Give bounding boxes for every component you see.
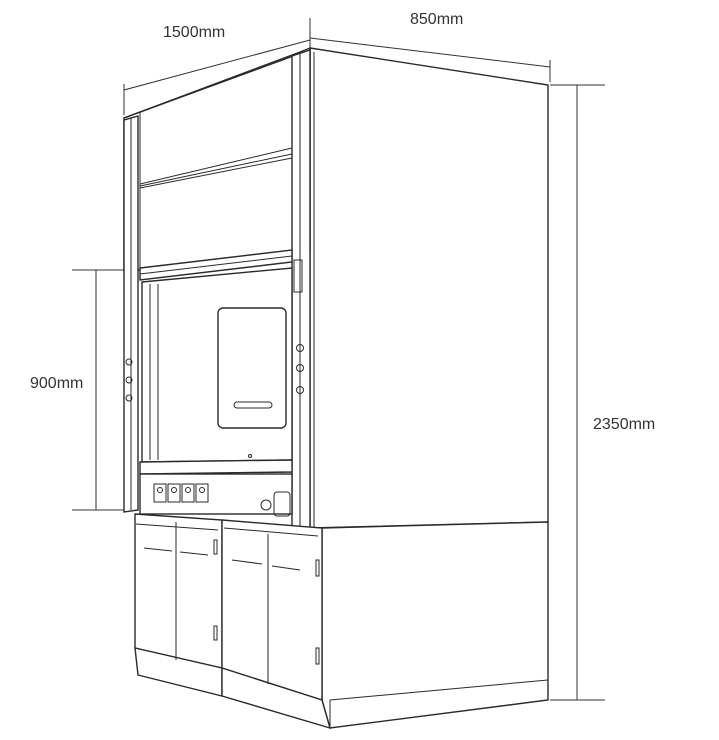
sash-opening-dimension-label: 900mm (30, 375, 84, 392)
side-panel-upper (309, 47, 549, 529)
top-canopy (123, 46, 311, 273)
width-dimension-label: 1500mm (163, 24, 226, 41)
control-panel (139, 473, 293, 517)
base-cabinet-left (134, 513, 223, 697)
total-height-dimension-label: 2350mm (593, 416, 656, 433)
dimension-line-width (123, 18, 311, 115)
depth-dimension-label: 850mm (410, 11, 464, 28)
base-cabinet-right (221, 519, 332, 730)
left-pillar (123, 115, 139, 513)
side-panel-base (321, 521, 549, 729)
dimension-line-total-height (550, 84, 605, 701)
work-surface (139, 454, 293, 475)
dimension-line-depth (309, 37, 551, 82)
interior-access-panel (217, 307, 287, 429)
right-pillar (291, 49, 311, 529)
